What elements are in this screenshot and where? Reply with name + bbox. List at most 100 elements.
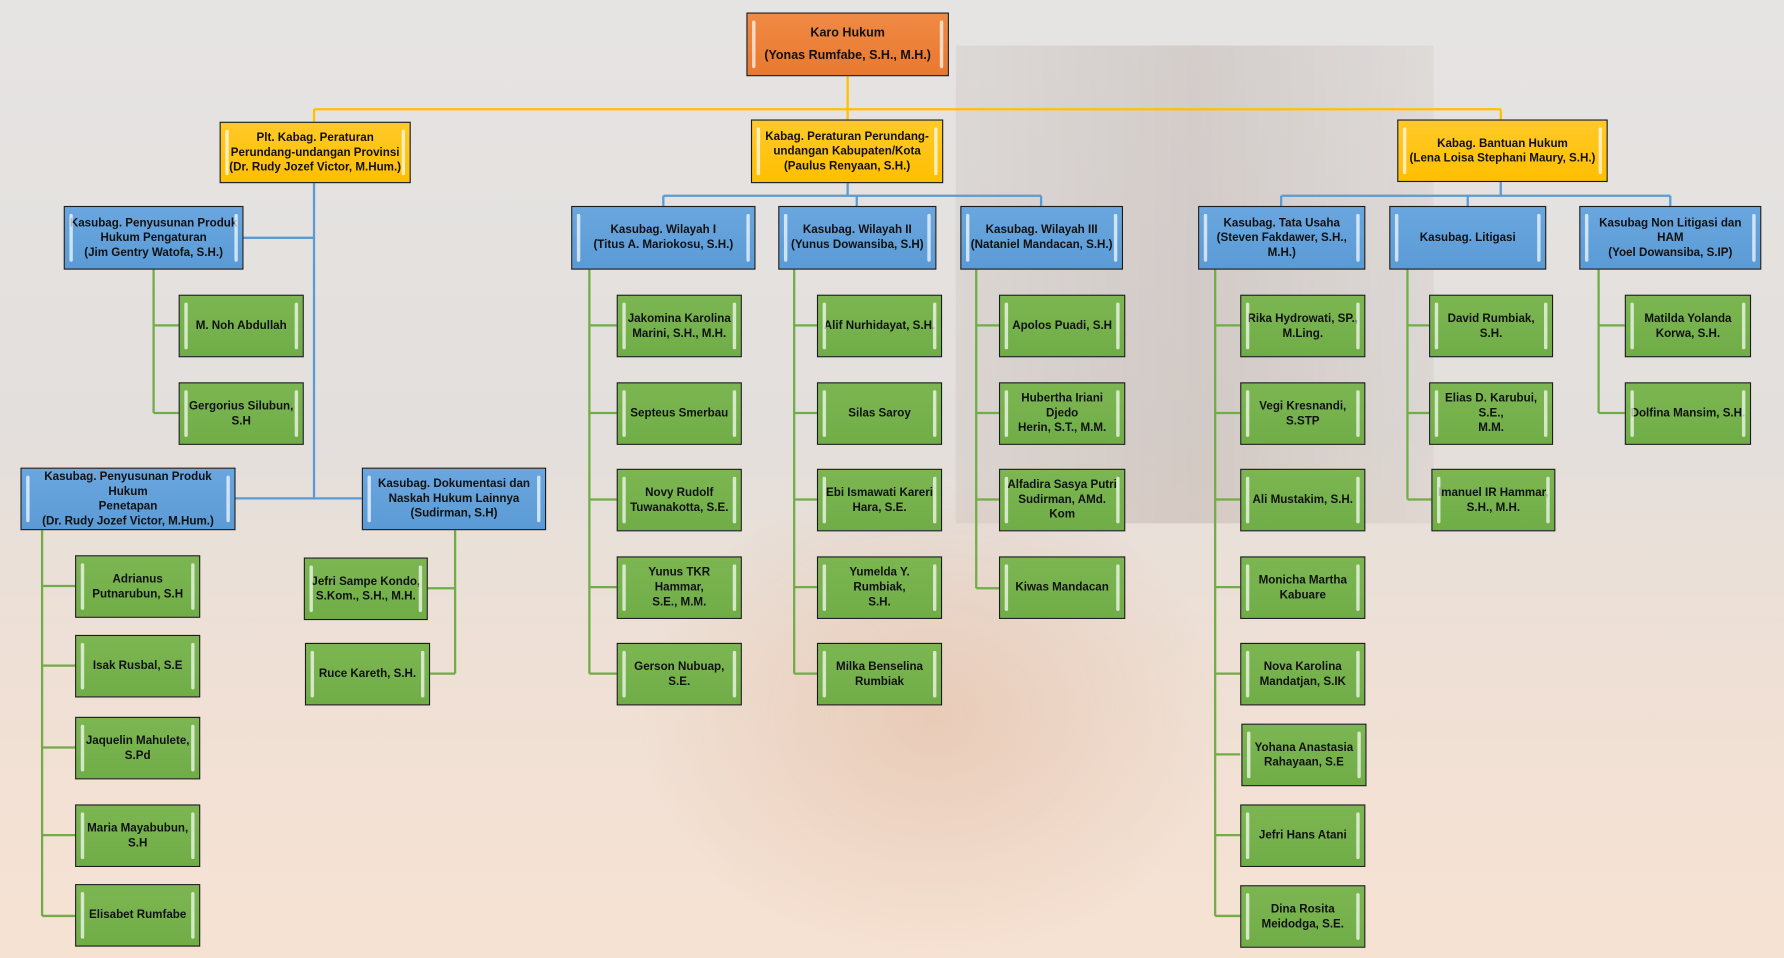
division-box-kabupaten-kota: Kabag. Peraturan Perundang- undangan Kab… [750, 119, 944, 184]
member-label: Nova Karolina Mandatjan, S.IK [1259, 660, 1346, 688]
unit-label: Kasubag. Tata Usaha (Steven Fakdawer, S.… [1216, 216, 1347, 259]
member-box: Jefri Hans Atani [1240, 804, 1366, 868]
member-connectors [40, 269, 1625, 918]
member-label: Elias D. Karubui, S.E., M.M. [1445, 392, 1538, 435]
member-label: Dolfina Mansim, S.H. [1630, 407, 1746, 420]
member-box: Elias D. Karubui, S.E., M.M. [1429, 382, 1554, 445]
division-box-bantuan-hukum: Kabag. Bantuan Hukum (Lena Loisa Stephan… [1397, 119, 1608, 183]
member-label: Yunus TKR Hammar, S.E., M.M. [648, 566, 711, 609]
member-box: Rika Hydrowati, SP., M.Ling. [1240, 294, 1366, 358]
member-label: Gerson Nubuap, S.E. [634, 660, 725, 688]
unit-box: Kasubag. Dokumentasi dan Naskah Hukum La… [361, 467, 547, 531]
member-box: Ebi Ismawati Kareri Hara, S.E. [816, 468, 943, 532]
member-box: Alfadira Sasya Putri Sudirman, AMd. Kom [998, 468, 1126, 532]
member-box: Elisabet Rumfabe [75, 884, 201, 947]
division-label: Kabag. Peraturan Perundang- undangan Kab… [765, 130, 929, 173]
member-label: Ebi Ismawati Kareri Hara, S.E. [826, 486, 933, 514]
member-box: Jefri Sampe Kondo, S.Kom., S.H., M.H. [303, 557, 428, 621]
unit-label: Kasubag. Wilayah III (Nataniel Mandacan,… [970, 224, 1113, 252]
member-box: Hubertha Iriani Djedo Herin, S.T., M.M. [998, 382, 1126, 445]
unit-label: Kasubag. Litigasi [1419, 231, 1516, 245]
member-box: Matilda Yolanda Korwa, S.H. [1624, 294, 1752, 358]
member-box: Adrianus Putnarubun, S.H [75, 555, 201, 618]
member-box: Ruce Kareth, S.H. [304, 642, 431, 706]
member-label: Hubertha Iriani Djedo Herin, S.T., M.M. [1018, 392, 1107, 435]
head-label: Karo Hukum (Yonas Rumfabe, S.H., M.H.) [764, 26, 931, 63]
unit-label: Kasubag Non Litigasi dan HAM (Yoel Dowan… [1599, 216, 1742, 259]
member-box: David Rumbiak, S.H. [1429, 294, 1554, 358]
member-box: Isak Rusbal, S.E [75, 634, 201, 698]
member-label: Jakomina Karolina Marini, S.H., M.H. [627, 312, 731, 340]
member-label: Yohana Anastasia Rahayaan, S.E [1254, 741, 1354, 769]
member-box: Septeus Smerbau [616, 382, 742, 445]
member-label: Yumelda Y. Rumbiak, S.H. [849, 566, 910, 609]
member-box: Vegi Kresnandi, S.STP [1240, 382, 1366, 445]
member-box: Monicha Martha Kabuare [1240, 556, 1366, 619]
member-box: Yunus TKR Hammar, S.E., M.M. [616, 556, 742, 619]
member-box: Yohana Anastasia Rahayaan, S.E [1241, 723, 1367, 787]
head-connectors [312, 76, 1502, 122]
member-label: Adrianus Putnarubun, S.H [92, 572, 184, 601]
member-box: M. Noh Abdullah [178, 294, 304, 358]
member-box: Maria Mayabubun, S.H [75, 804, 201, 868]
division-label: Kabag. Bantuan Hukum (Lena Loisa Stephan… [1409, 137, 1596, 165]
head-box-karo-hukum: Karo Hukum (Yonas Rumfabe, S.H., M.H.) [746, 12, 949, 77]
unit-box: Kasubag. Wilayah II (Yunus Dowansiba, S.… [778, 205, 937, 270]
member-label: Kiwas Mandacan [1015, 581, 1109, 594]
member-box: Dina Rosita Meidodga, S.E. [1240, 885, 1366, 948]
member-box: Apolos Puadi, S.H [998, 294, 1126, 358]
unit-box: Kasubag. Wilayah I (Titus A. Mariokosu, … [571, 205, 756, 270]
member-label: Elisabet Rumfabe [89, 909, 187, 922]
member-label: Maria Mayabubun, S.H [87, 822, 189, 850]
member-label: Alfadira Sasya Putri Sudirman, AMd. Kom [1007, 479, 1117, 522]
member-box: Yumelda Y. Rumbiak, S.H. [816, 556, 943, 619]
member-box: Nova Karolina Mandatjan, S.IK [1240, 642, 1366, 706]
member-box: Jakomina Karolina Marini, S.H., M.H. [616, 294, 742, 358]
member-box: Jaquelin Mahulete, S.Pd [75, 716, 201, 780]
unit-box: Kasubag. Penyusunan Produk Hukum Penetap… [20, 467, 236, 531]
member-label: Silas Saroy [848, 407, 911, 420]
member-label: Apolos Puadi, S.H [1012, 319, 1113, 333]
member-box: Gergorius Silubun, S.H [178, 382, 304, 445]
member-label: Ruce Kareth, S.H. [318, 667, 417, 681]
unit-label: Kasubag. Penyusunan Produk Hukum Penetap… [42, 470, 214, 528]
member-label: Imanuel IR Hammar, S.H., M.H. [1437, 486, 1549, 514]
member-label: Ali Mustakim, S.H. [1252, 493, 1354, 507]
member-label: Novy Rudolf Tuwanakotta, S.E. [630, 486, 729, 514]
division-connectors [235, 182, 1672, 500]
member-label: M. Noh Abdullah [195, 319, 287, 333]
member-box: Ali Mustakim, S.H. [1240, 468, 1366, 532]
unit-box: Kasubag. Penyusunan Produk Hukum Pengatu… [63, 205, 244, 270]
division-box-provinsi: Plt. Kabag. Peraturan Perundang-undangan… [219, 121, 411, 184]
member-box: Milka Benselina Rumbiak [816, 642, 943, 706]
unit-box: Kasubag. Tata Usaha (Steven Fakdawer, S.… [1198, 205, 1366, 270]
member-label: Jaquelin Mahulete, S.Pd [85, 734, 190, 762]
member-box: Silas Saroy [816, 382, 943, 445]
division-label: Plt. Kabag. Peraturan Perundang-undangan… [229, 131, 402, 174]
member-label: Gergorius Silubun, S.H [189, 399, 294, 428]
member-label: Rika Hydrowati, SP., M.Ling. [1247, 312, 1359, 340]
member-label: Vegi Kresnandi, S.STP [1259, 399, 1347, 428]
member-box: Novy Rudolf Tuwanakotta, S.E. [616, 468, 742, 532]
member-label: Milka Benselina Rumbiak [836, 660, 924, 688]
member-box: Gerson Nubuap, S.E. [616, 642, 742, 706]
member-label: Matilda Yolanda Korwa, S.H. [1644, 312, 1732, 340]
member-box: Imanuel IR Hammar, S.H., M.H. [1431, 468, 1556, 532]
unit-box: Kasubag. Litigasi [1389, 205, 1547, 270]
unit-label: Kasubag. Dokumentasi dan Naskah Hukum La… [377, 477, 530, 520]
member-box: Kiwas Mandacan [998, 556, 1126, 619]
unit-box: Kasubag. Wilayah III (Nataniel Mandacan,… [960, 205, 1124, 270]
member-box: Alif Nurhidayat, S.H. [816, 294, 943, 358]
member-label: Septeus Smerbau [630, 407, 729, 420]
member-label: Isak Rusbal, S.E [92, 659, 183, 673]
member-label: Jefri Hans Atani [1258, 829, 1347, 842]
member-box: Dolfina Mansim, S.H. [1624, 382, 1752, 445]
member-label: Jefri Sampe Kondo, S.Kom., S.H., M.H. [311, 575, 421, 603]
member-label: Alif Nurhidayat, S.H. [823, 319, 936, 333]
member-label: Monicha Martha Kabuare [1258, 574, 1347, 602]
unit-box: Kasubag Non Litigasi dan HAM (Yoel Dowan… [1579, 205, 1762, 270]
unit-label: Kasubag. Wilayah II (Yunus Dowansiba, S.… [790, 224, 924, 252]
member-label: Dina Rosita Meidodga, S.E. [1261, 902, 1344, 931]
